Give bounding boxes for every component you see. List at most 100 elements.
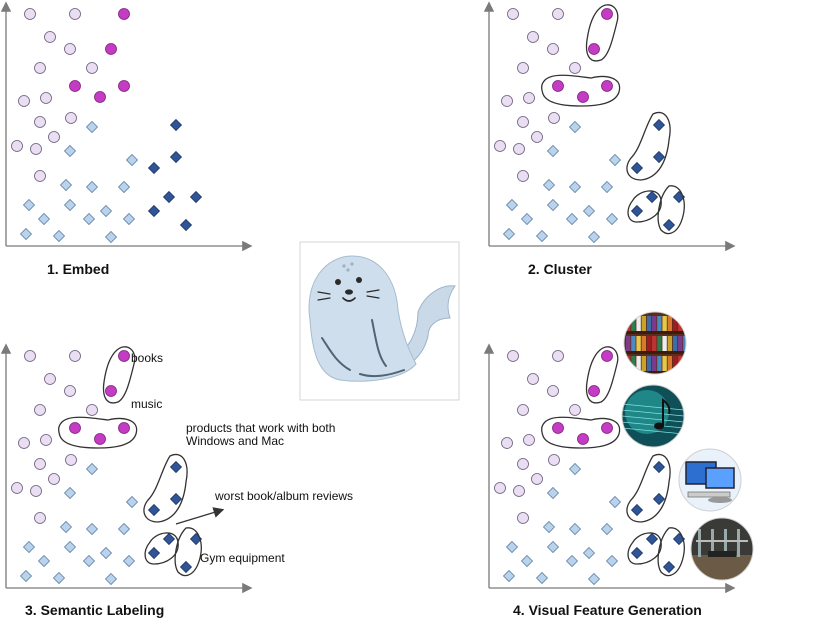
point-light-diamond: [565, 212, 579, 226]
point-magenta-circle: [69, 80, 81, 92]
point-light-diamond: [122, 554, 136, 568]
point-light-circle: [507, 8, 519, 20]
point-light-diamond: [85, 120, 99, 134]
point-light-circle: [44, 31, 56, 43]
point-magenta-circle: [588, 385, 600, 397]
point-light-circle: [517, 512, 529, 524]
point-dark-diamond: [179, 218, 193, 232]
point-light-circle: [517, 404, 529, 416]
point-light-circle: [531, 473, 543, 485]
point-magenta-circle: [118, 8, 130, 20]
panel-cluster: [483, 1, 736, 252]
point-light-diamond: [505, 540, 519, 554]
point-light-circle: [494, 140, 506, 152]
point-dark-diamond: [630, 161, 644, 175]
point-light-circle: [64, 385, 76, 397]
point-light-diamond: [22, 198, 36, 212]
point-light-circle: [69, 8, 81, 20]
point-dark-diamond: [652, 460, 666, 474]
panel-label: [0, 343, 253, 594]
point-light-circle: [18, 95, 30, 107]
cluster-outline-books: [585, 346, 619, 404]
point-light-circle: [552, 350, 564, 362]
cluster-outline-books: [102, 346, 136, 404]
label-books: books: [131, 351, 163, 365]
point-light-circle: [18, 437, 30, 449]
point-light-circle: [527, 373, 539, 385]
panel-embed: [0, 1, 253, 252]
point-light-diamond: [19, 227, 33, 241]
point-light-diamond: [535, 571, 549, 585]
point-light-diamond: [99, 204, 113, 218]
cluster-outline-products: [626, 453, 671, 523]
point-light-diamond: [59, 520, 73, 534]
point-magenta-circle: [588, 43, 600, 55]
point-light-diamond: [568, 522, 582, 536]
point-light-circle: [548, 454, 560, 466]
point-light-circle: [24, 350, 36, 362]
cluster-outline-music: [541, 74, 621, 107]
label-music: music: [131, 397, 162, 411]
bookshelf-image: [623, 311, 687, 375]
mascot-frame: [299, 241, 460, 401]
panel-title-embed: 1. Embed: [47, 261, 109, 277]
cluster-outline-music: [541, 416, 621, 449]
point-light-circle: [48, 473, 60, 485]
music-note-image: [621, 384, 685, 448]
point-magenta-circle: [601, 80, 613, 92]
point-dark-diamond: [147, 503, 161, 517]
feature-images: [621, 311, 754, 581]
point-light-diamond: [568, 462, 582, 476]
point-light-diamond: [502, 569, 516, 583]
point-magenta-circle: [105, 385, 117, 397]
point-magenta-circle: [577, 433, 589, 445]
point-light-circle: [86, 404, 98, 416]
point-light-diamond: [63, 540, 77, 554]
point-dark-diamond: [645, 190, 659, 204]
point-light-diamond: [520, 212, 534, 226]
point-light-diamond: [52, 571, 66, 585]
point-light-circle: [30, 485, 42, 497]
point-light-circle: [517, 458, 529, 470]
point-light-diamond: [125, 495, 139, 509]
point-magenta-circle: [601, 422, 613, 434]
point-light-diamond: [82, 554, 96, 568]
point-light-circle: [69, 350, 81, 362]
point-dark-diamond: [147, 204, 161, 218]
point-light-circle: [507, 350, 519, 362]
point-light-circle: [64, 43, 76, 55]
point-light-circle: [517, 170, 529, 182]
point-dark-diamond: [147, 161, 161, 175]
point-light-diamond: [99, 546, 113, 560]
point-light-circle: [34, 512, 46, 524]
point-light-circle: [513, 143, 525, 155]
cluster-outline-reviews: [144, 532, 179, 565]
point-light-diamond: [63, 198, 77, 212]
cluster-outline-products: [143, 453, 188, 523]
label-products-line1: products that work with both: [186, 421, 335, 435]
panel-visual: [483, 343, 736, 594]
point-light-diamond: [122, 212, 136, 226]
point-light-diamond: [125, 153, 139, 167]
point-light-circle: [547, 385, 559, 397]
point-magenta-circle: [552, 80, 564, 92]
point-light-circle: [494, 482, 506, 494]
point-light-circle: [34, 170, 46, 182]
cluster-outline-books: [585, 4, 619, 62]
point-dark-diamond: [630, 503, 644, 517]
point-magenta-circle: [118, 80, 130, 92]
point-light-circle: [501, 437, 513, 449]
point-magenta-circle: [94, 433, 106, 445]
point-light-circle: [517, 62, 529, 74]
point-light-diamond: [542, 178, 556, 192]
point-light-diamond: [608, 153, 622, 167]
panel-title-semantic-labeling: 3. Semantic Labeling: [25, 602, 164, 618]
cluster-outline-products: [626, 111, 671, 181]
point-magenta-circle: [601, 8, 613, 20]
point-light-circle: [34, 404, 46, 416]
cluster-outline-music: [58, 416, 138, 449]
point-light-circle: [523, 434, 535, 446]
point-light-diamond: [568, 120, 582, 134]
point-dark-diamond: [652, 492, 666, 506]
